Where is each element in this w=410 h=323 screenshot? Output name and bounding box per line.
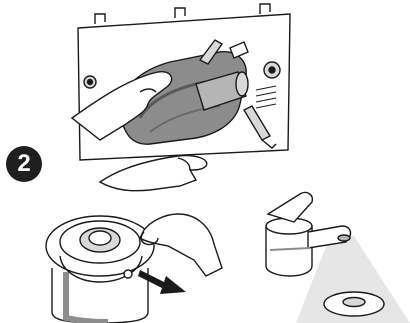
hand-icon <box>70 71 208 192</box>
hand-icon <box>139 213 223 277</box>
washer-disc-icon <box>323 291 385 317</box>
filter-cap-icon <box>45 215 155 323</box>
tap-icon <box>265 191 352 277</box>
arrow-icon <box>138 270 186 294</box>
step-number-badge: 2 <box>6 146 42 182</box>
